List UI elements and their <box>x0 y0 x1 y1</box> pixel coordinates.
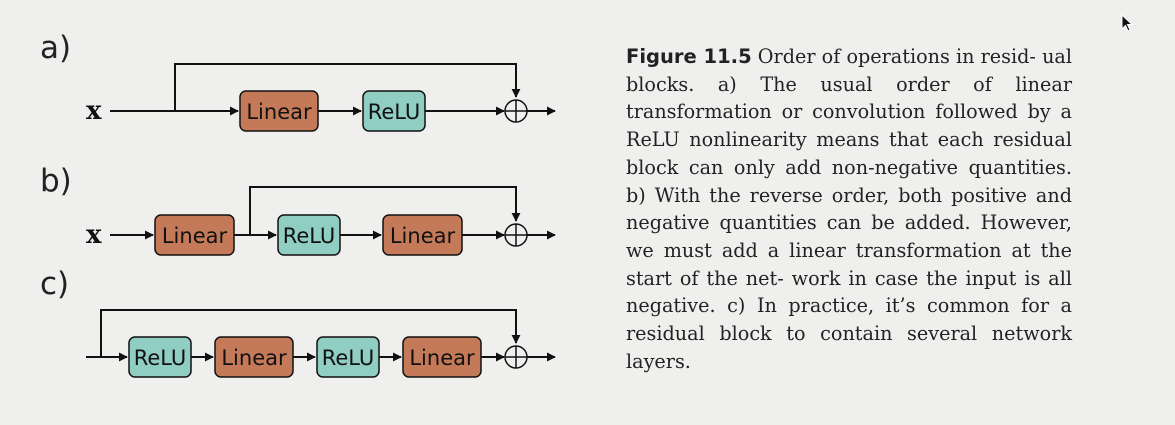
panel-a-relu-label: ReLU <box>368 100 421 124</box>
panel-b-input-label: x <box>86 220 102 250</box>
circled-plus-icon <box>504 345 528 369</box>
panel-label-b: b) <box>40 163 72 199</box>
panel-b-skip-connection <box>249 186 521 235</box>
caption-line: Order of operations in resid- <box>757 45 1036 68</box>
panel-a-skip-connection <box>174 63 521 111</box>
panel-c-relu-label-1: ReLU <box>134 346 187 370</box>
panel-c-linear-label-1: Linear <box>221 346 287 370</box>
panel-a-diagram: x Linear ReLU <box>86 63 556 132</box>
caption-line: by a ReLU nonlinearity means that each <box>626 100 1072 152</box>
caption-line: quantities. b) With the reverse order, <box>626 155 1072 207</box>
panel-b-linear-label-1: Linear <box>162 224 228 248</box>
panel-b-diagram: x Linear ReLU Linear <box>86 186 556 256</box>
panel-c-skip-connection <box>100 309 521 357</box>
panel-c-relu-label-2: ReLU <box>322 346 375 370</box>
caption-line: In practice, it’s common for a residual <box>626 294 1072 346</box>
caption-line: ual blocks. a) The usual order of linear <box>626 45 1072 96</box>
panel-c-diagram: ReLU Linear ReLU Linear <box>86 309 556 378</box>
caption-line: block to contain several network layers. <box>626 322 1072 373</box>
panel-c-linear-label-2: Linear <box>409 346 475 370</box>
panel-a-linear-label: Linear <box>246 100 312 124</box>
caption-line: be added. However, we must add a linear <box>626 211 1072 262</box>
residual-block-diagram: x Linear ReLU x Linear ReLU <box>86 63 556 378</box>
caption-line: transformation or convolution followed <box>626 100 1018 124</box>
circled-plus-icon <box>504 99 528 123</box>
figure-caption: Figure 11.5 Order of operations in resid… <box>626 43 1072 375</box>
caption-line: residual block can only add non-negative <box>626 128 1072 179</box>
panel-label-c: c) <box>40 266 70 302</box>
circled-plus-icon <box>504 223 528 247</box>
panel-b-relu-label: ReLU <box>283 224 336 248</box>
figure-label: Figure 11.5 <box>626 45 752 68</box>
panel-a-input-label: x <box>86 96 102 126</box>
mouse-pointer-icon <box>1121 14 1133 32</box>
caption-line: work in case the input is all negative. … <box>626 266 1072 318</box>
caption-line: transformation at the start of the net- <box>626 238 1073 290</box>
panel-label-a: a) <box>40 30 72 66</box>
caption-line: both positive and negative quantities ca… <box>626 183 1073 235</box>
panel-b-linear-label-2: Linear <box>390 224 456 248</box>
